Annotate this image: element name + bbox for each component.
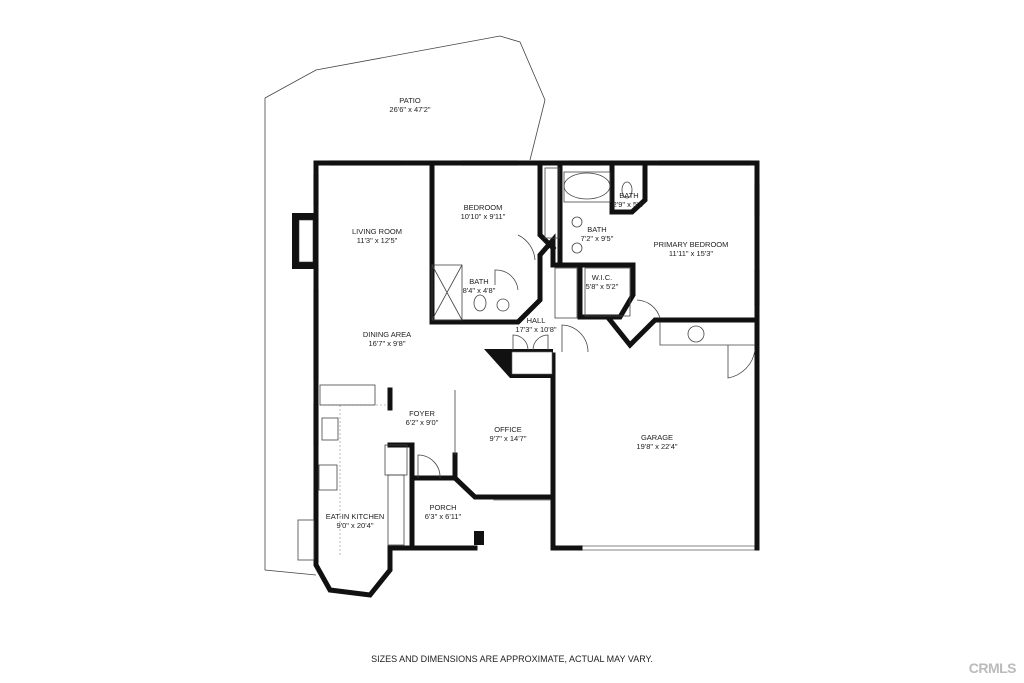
svg-text:DINING AREA: DINING AREA: [363, 330, 411, 339]
svg-text:26'6" x 47'2": 26'6" x 47'2": [389, 105, 430, 114]
doors: [417, 234, 756, 479]
svg-text:BATH: BATH: [619, 191, 638, 200]
room-wic: W.I.C.5'8" x 5'2": [586, 273, 619, 291]
svg-text:2'9" x 5'1": 2'9" x 5'1": [613, 200, 646, 209]
svg-text:5'8" x 5'2": 5'8" x 5'2": [586, 282, 619, 291]
svg-text:FOYER: FOYER: [409, 409, 435, 418]
watermark-logo: CRMLS: [968, 660, 1017, 676]
patio-outline: [264, 35, 546, 576]
svg-text:11'11" x 15'3": 11'11" x 15'3": [669, 249, 714, 258]
svg-text:EAT-IN KITCHEN: EAT-IN KITCHEN: [326, 512, 385, 521]
walls: [313, 160, 760, 598]
svg-text:GARAGE: GARAGE: [641, 433, 673, 442]
disclaimer-text: SIZES AND DIMENSIONS ARE APPROXIMATE, AC…: [371, 654, 653, 664]
svg-text:OFFICE: OFFICE: [494, 425, 522, 434]
svg-text:W.I.C.: W.I.C.: [592, 273, 612, 282]
svg-text:7'2" x 9'5": 7'2" x 9'5": [581, 234, 614, 243]
svg-text:BATH: BATH: [469, 277, 488, 286]
svg-text:9'7" x 14'7": 9'7" x 14'7": [490, 434, 527, 443]
svg-text:6'3" x 6'11": 6'3" x 6'11": [425, 512, 462, 521]
svg-text:19'8" x 22'4": 19'8" x 22'4": [636, 442, 677, 451]
svg-text:11'3" x 12'5": 11'3" x 12'5": [357, 236, 398, 245]
fixtures: [297, 167, 755, 561]
svg-text:9'0" x 20'4": 9'0" x 20'4": [337, 521, 374, 530]
svg-text:6'2" x 9'0": 6'2" x 9'0": [406, 418, 439, 427]
svg-text:10'10" x 9'11": 10'10" x 9'11": [461, 212, 506, 221]
svg-text:LIVING ROOM: LIVING ROOM: [352, 227, 402, 236]
svg-text:BATH: BATH: [587, 225, 606, 234]
svg-text:HALL: HALL: [527, 316, 546, 325]
svg-text:PORCH: PORCH: [429, 503, 456, 512]
svg-text:8'4" x 4'8": 8'4" x 4'8": [463, 286, 496, 295]
svg-text:17'3" x 10'8": 17'3" x 10'8": [515, 325, 556, 334]
svg-text:BEDROOM: BEDROOM: [464, 203, 503, 212]
svg-text:PATIO: PATIO: [399, 96, 421, 105]
svg-text:16'7" x 9'8": 16'7" x 9'8": [369, 339, 406, 348]
svg-text:PRIMARY BEDROOM: PRIMARY BEDROOM: [654, 240, 729, 249]
